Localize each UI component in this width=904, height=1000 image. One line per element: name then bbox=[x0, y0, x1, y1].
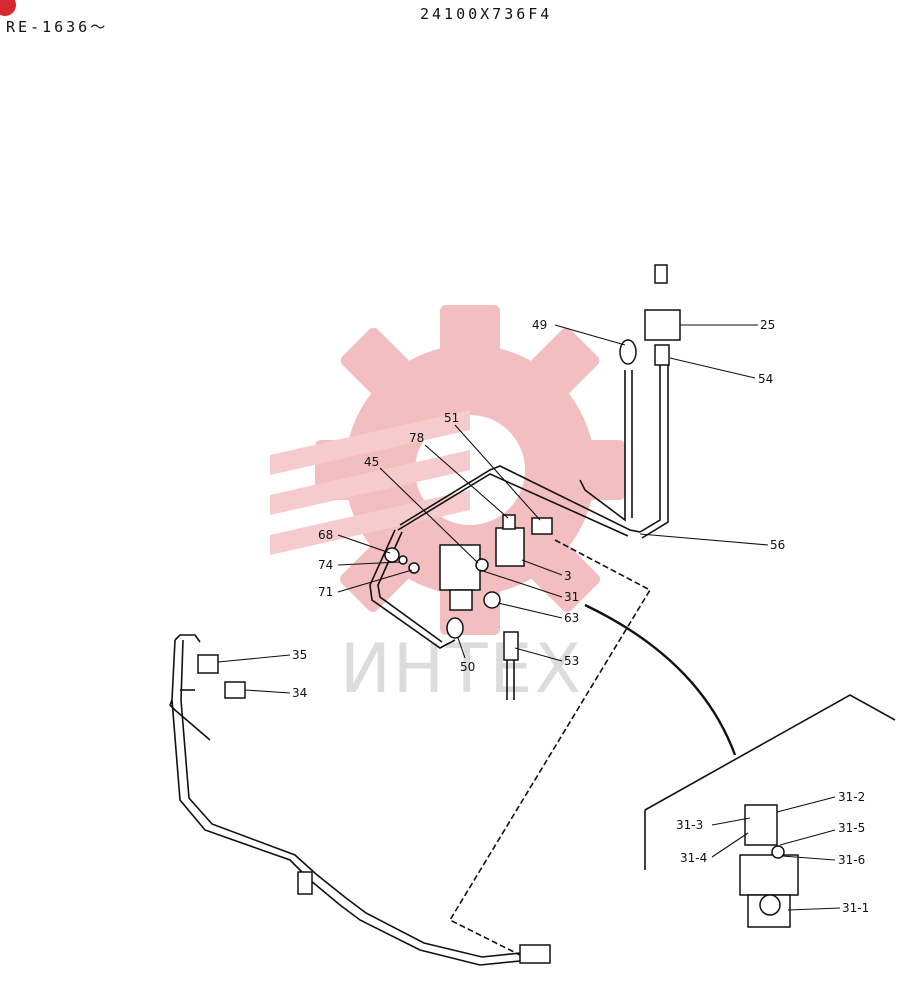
callout-31-3: 31-3 bbox=[676, 818, 703, 832]
knob-63 bbox=[483, 591, 501, 609]
callout-63: 63 bbox=[564, 611, 579, 625]
fitting-54 bbox=[654, 344, 670, 366]
valve-block-25 bbox=[644, 309, 681, 341]
lever-31-2 bbox=[744, 804, 778, 846]
elbow-50 bbox=[446, 617, 464, 639]
callout-25: 25 bbox=[760, 318, 775, 332]
watermark-text: ИНТЕХ bbox=[340, 630, 584, 709]
block-3 bbox=[495, 527, 525, 567]
part-number-label: 24100X736F4 bbox=[420, 5, 553, 23]
hydraulic-lines bbox=[169, 365, 896, 966]
fitting-34 bbox=[224, 681, 246, 699]
tee-51 bbox=[531, 517, 553, 535]
callout-31-2: 31-2 bbox=[838, 790, 865, 804]
callout-53: 53 bbox=[564, 654, 579, 668]
leader-lines bbox=[217, 324, 841, 911]
callout-35: 35 bbox=[292, 648, 307, 662]
fitting-53 bbox=[503, 631, 519, 661]
callout-31-6: 31-6 bbox=[838, 853, 865, 867]
callout-49: 49 bbox=[532, 318, 547, 332]
serial-range-label: RE-1636〜 bbox=[6, 18, 109, 36]
callout-50: 50 bbox=[460, 660, 475, 674]
fitting-35 bbox=[197, 654, 219, 674]
callout-31-4: 31-4 bbox=[680, 851, 707, 865]
callout-74: 74 bbox=[318, 558, 333, 572]
callout-56: 56 bbox=[770, 538, 785, 552]
elbow-49 bbox=[619, 339, 637, 365]
fitting-78 bbox=[502, 514, 516, 530]
washer-68 bbox=[384, 547, 400, 563]
callout-34: 34 bbox=[292, 686, 307, 700]
brand-badge bbox=[0, 0, 16, 16]
body-31-1 bbox=[739, 854, 799, 896]
components bbox=[197, 264, 799, 964]
pipe-end bbox=[519, 944, 551, 964]
callout-71: 71 bbox=[318, 585, 333, 599]
cock-31-body bbox=[449, 589, 473, 611]
fitting-45 bbox=[475, 558, 489, 572]
callout-labels: 25 54 49 51 78 45 56 68 74 71 3 31 63 50… bbox=[292, 318, 869, 915]
callout-51: 51 bbox=[444, 411, 459, 425]
clamp bbox=[297, 871, 313, 895]
callout-45: 45 bbox=[364, 455, 379, 469]
callout-54: 54 bbox=[758, 372, 773, 386]
callout-31-1: 31-1 bbox=[842, 901, 869, 915]
cock-31 bbox=[439, 544, 481, 591]
washer-71 bbox=[408, 562, 420, 574]
screw-31-5 bbox=[771, 845, 785, 859]
washer-74 bbox=[398, 555, 408, 565]
bolt-25 bbox=[654, 264, 668, 284]
callout-68: 68 bbox=[318, 528, 333, 542]
callout-78: 78 bbox=[409, 431, 424, 445]
callout-3: 3 bbox=[564, 569, 572, 583]
callout-31: 31 bbox=[564, 590, 579, 604]
port-31-1 bbox=[759, 894, 781, 916]
callout-31-5: 31-5 bbox=[838, 821, 865, 835]
